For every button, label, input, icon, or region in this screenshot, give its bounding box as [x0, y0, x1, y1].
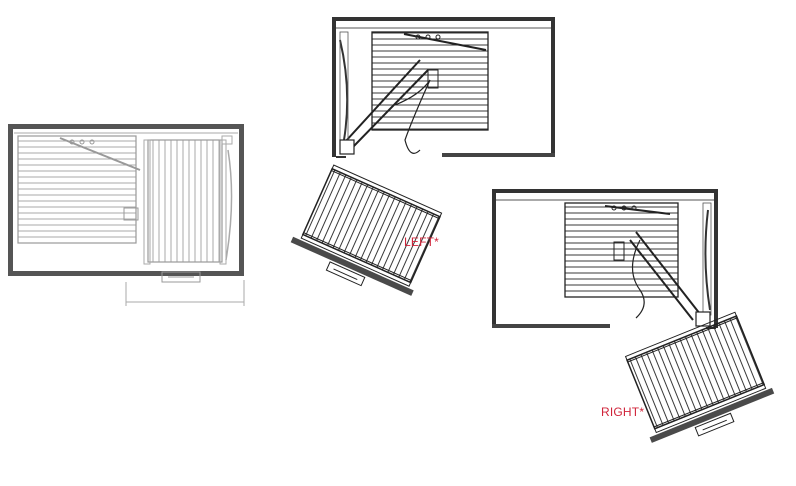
- base-plate: [492, 324, 610, 328]
- front-shelf: [626, 314, 766, 430]
- cabinet-top-wall: [332, 17, 555, 21]
- left-label: LEFT*: [404, 235, 440, 249]
- cabinet-left-wall: [8, 124, 13, 276]
- right-hand-open-view: [492, 189, 775, 443]
- left-hand-open-view: [290, 17, 555, 296]
- closed-position-view: [8, 124, 245, 306]
- cabinet-right-wall: [239, 124, 244, 276]
- cabinet-top-wall: [8, 124, 244, 129]
- cabinet-left-wall: [492, 189, 496, 328]
- blind-shelf: [17, 135, 137, 244]
- handle: [325, 261, 366, 287]
- right-label: RIGHT*: [601, 405, 645, 419]
- handle: [161, 271, 201, 283]
- base-plate: [442, 153, 555, 157]
- front-shelf: [147, 139, 223, 263]
- cabinet-bottom-wall: [8, 271, 244, 276]
- base-plate: [290, 236, 414, 296]
- cabinet-right-wall: [714, 189, 718, 328]
- front-shelf: [301, 167, 441, 284]
- handle: [694, 412, 735, 437]
- base-plate: [649, 387, 775, 443]
- cabinet-top-wall: [492, 189, 718, 193]
- cabinet-left-wall: [332, 17, 336, 157]
- blind-shelf: [564, 202, 679, 298]
- cabinet-right-wall: [551, 17, 555, 157]
